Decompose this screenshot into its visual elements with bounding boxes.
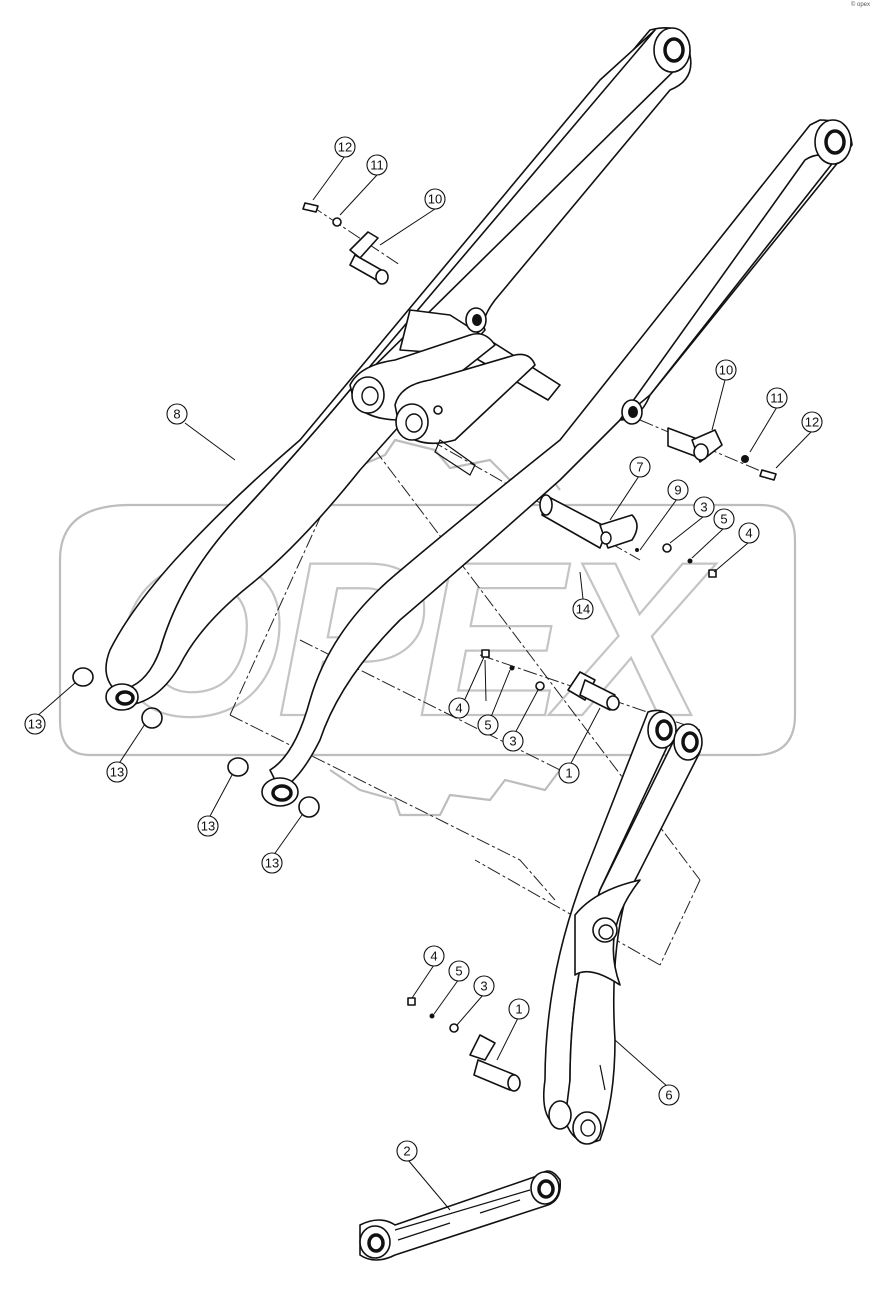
svg-text:4: 4 [745,526,752,541]
callout-1-upper: 1 [558,762,580,784]
connecting-link [359,1170,562,1261]
callout-3-upper: 3 [693,496,715,518]
hardware [72,202,777,1092]
svg-text:1: 1 [565,766,572,781]
callout-13-b: 13 [106,761,128,783]
svg-text:14: 14 [576,602,590,617]
svg-text:12: 12 [338,140,352,155]
svg-text:7: 7 [636,460,643,475]
callout-10-right: 10 [715,359,737,381]
svg-text:4: 4 [455,701,462,716]
callout-12-right: 12 [801,411,823,433]
callout-5-lower: 5 [448,960,470,982]
callouts: 12 11 10 8 10 11 12 7 9 3 5 4 14 4 5 3 1… [24,136,823,1162]
svg-text:10: 10 [719,363,733,378]
svg-text:12: 12 [805,415,819,430]
svg-text:11: 11 [770,391,784,406]
callout-7: 7 [629,456,651,478]
callout-leaders [35,155,812,1211]
callout-5-middle: 5 [477,714,499,736]
svg-text:3: 3 [480,979,487,994]
svg-text:6: 6 [665,1088,672,1103]
loader-arm-right [261,119,853,807]
callout-13-d: 13 [261,852,283,874]
callout-6: 6 [658,1084,680,1106]
svg-text:3: 3 [509,734,516,749]
svg-text:2: 2 [403,1144,410,1159]
svg-text:3: 3 [700,500,707,515]
callout-2: 2 [396,1140,418,1162]
callout-13-c: 13 [197,815,219,837]
callout-1-lower: 1 [508,998,530,1020]
callout-8: 8 [166,403,188,425]
svg-text:5: 5 [455,964,462,979]
svg-text:4: 4 [430,949,437,964]
callout-11-right: 11 [766,387,788,409]
callout-9: 9 [667,479,689,501]
bucket-link-arm [542,709,703,1145]
callout-5-upper: 5 [713,508,735,530]
svg-text:8: 8 [173,407,180,422]
callout-4-lower: 4 [423,945,445,967]
svg-text:11: 11 [370,158,384,173]
callout-4-middle: 4 [448,697,470,719]
svg-text:13: 13 [201,819,215,834]
callout-11-top: 11 [366,154,388,176]
svg-text:1: 1 [515,1002,522,1017]
callout-3-middle: 3 [502,730,524,752]
corner-mark: © opex [850,2,870,8]
svg-text:13: 13 [265,856,279,871]
svg-text:5: 5 [484,718,491,733]
svg-text:10: 10 [428,192,442,207]
callout-10-top: 10 [424,188,446,210]
svg-text:13: 13 [110,765,124,780]
svg-text:13: 13 [28,717,42,732]
svg-text:5: 5 [720,512,727,527]
cross-tube [349,307,561,476]
svg-text:9: 9 [674,483,681,498]
callout-14: 14 [572,598,594,620]
callout-13-a: 13 [24,713,46,735]
callout-3-lower: 3 [473,975,495,997]
callout-12-top: 12 [334,136,356,158]
callout-4-upper: 4 [738,522,760,544]
